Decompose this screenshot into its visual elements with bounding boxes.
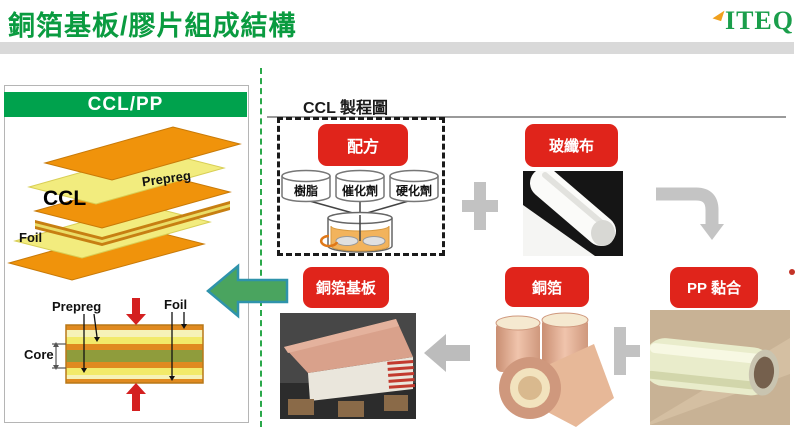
formula-dashed-box [277, 117, 445, 256]
pallet-blocks [288, 395, 408, 417]
ingredient-hardener: 硬化劑 [396, 183, 432, 198]
core-bracket [52, 342, 66, 370]
pp-bonding-box: PP 黏合 [670, 267, 758, 308]
ingredient-drums: 樹脂 催化劑 硬化劑 [281, 169, 439, 203]
mixing-beaker [319, 211, 393, 253]
top-foil-sheet [43, 126, 242, 181]
copper-foil-photo [478, 312, 614, 427]
iteq-logo: ITEQ [712, 6, 794, 36]
stir-rotation-icon [319, 234, 339, 248]
copper-foil-box: 銅箔 [505, 267, 589, 307]
result-green-arrow-icon [206, 263, 289, 319]
plus-icon [462, 182, 498, 230]
ccl-board-photo [280, 313, 416, 419]
logo-triangle-icon [712, 7, 725, 22]
ccl-pp-panel-title: CCL/PP [4, 92, 247, 117]
foil-ribbon [540, 344, 614, 427]
title-underline-bar [0, 42, 794, 54]
xs-prepreg-label: Prepreg [52, 299, 101, 314]
xs-core-label: Core [24, 347, 54, 362]
stack-foil-label: Foil [19, 230, 42, 245]
glass-cloth-box: 玻纖布 [525, 124, 618, 167]
formula-box: 配方 [318, 124, 408, 166]
front-roll [499, 357, 561, 419]
laminate-layers [65, 324, 204, 384]
cross-section-diagram: Prepreg Foil Core [24, 297, 204, 411]
glass-cloth-photo [523, 171, 623, 256]
stack-ccl-label: CCL [43, 187, 86, 210]
left-arrow-icon [424, 334, 470, 372]
press-arrow-up [126, 383, 146, 411]
press-arrow-down [126, 298, 146, 325]
board-edge-stripes [387, 360, 416, 389]
layer-stack-diagram: Prepreg CCL Foil [7, 126, 242, 281]
page-title: 銅箔基板/膠片組成結構 [8, 11, 297, 41]
elbow-arrow-icon [656, 187, 724, 240]
logo-text: ITEQ [724, 6, 794, 35]
section-divider [260, 68, 262, 427]
prepreg-roll [650, 338, 780, 396]
formula-mixing-diagram: 樹脂 催化劑 硬化劑 [281, 169, 439, 253]
ingredient-catalyst: 催化劑 [342, 183, 378, 198]
xs-foil-label: Foil [164, 297, 187, 312]
process-top-line [267, 116, 786, 118]
stack-prepreg-label: Prepreg [141, 168, 192, 190]
process-title: CCL 製程圖 [303, 100, 389, 117]
ccl-board-box: 銅箔基板 [303, 267, 389, 308]
pointer-lines [81, 312, 187, 381]
ingredient-resin: 樹脂 [294, 183, 318, 198]
pp-roll-photo [650, 310, 790, 425]
red-dot-marker [789, 269, 795, 275]
